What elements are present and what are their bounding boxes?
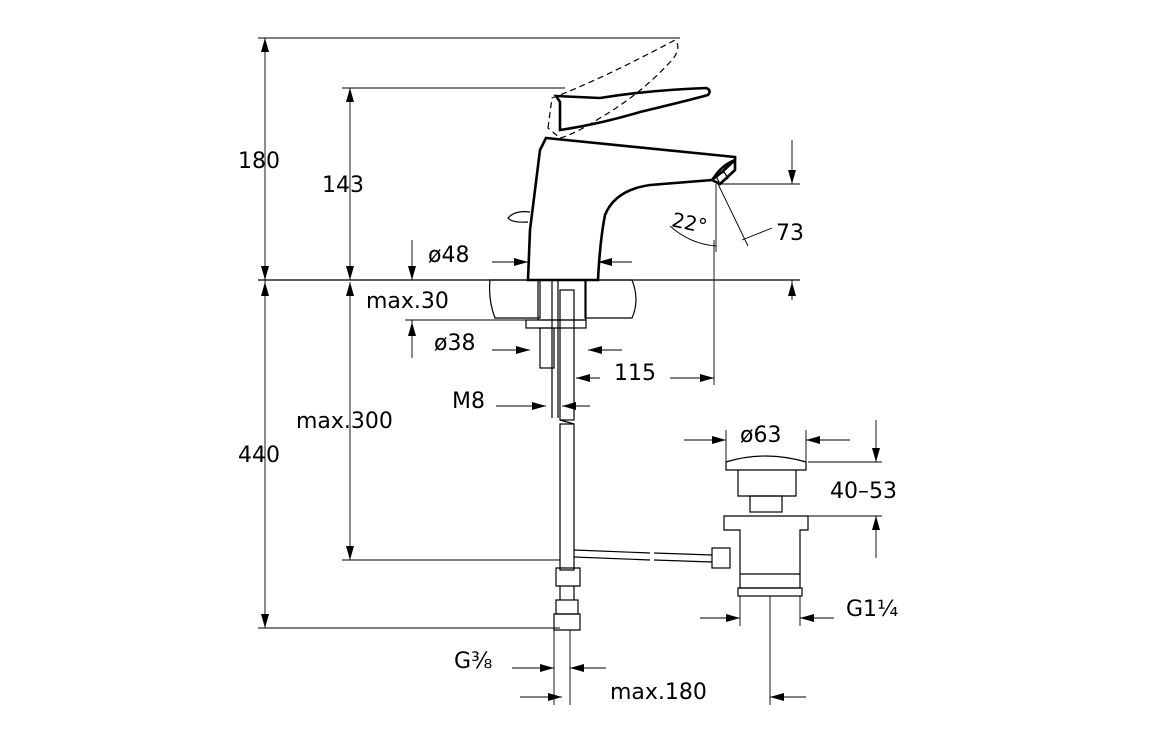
supply-thread-dimension: G⅜ <box>454 630 606 705</box>
overall-height-label: 180 <box>238 149 280 174</box>
outlet-offset-label: 73 <box>776 221 804 246</box>
waste-head-dimension: ø63 <box>684 423 850 462</box>
waste-head-label: ø63 <box>740 423 781 448</box>
spout-height-dimension: 143 <box>322 87 565 280</box>
supply-thread-label: G⅜ <box>454 649 492 674</box>
deck-thickness-dimension: max.30 <box>366 289 528 358</box>
waste-offset-dimension: max.180 <box>520 596 806 705</box>
faucet-body <box>507 39 737 282</box>
rod-length-label: max.300 <box>296 409 393 434</box>
below-deck-label: 440 <box>238 443 280 468</box>
projection-label: 115 <box>614 361 656 386</box>
spout-angle-label: 22° <box>670 207 710 238</box>
hole-diameter-dimension: ø38 <box>434 331 622 356</box>
lever-handle <box>553 86 711 132</box>
body-diameter-dimension: ø48 <box>408 240 632 280</box>
rod-thread-label: M8 <box>452 389 485 414</box>
spout-height-label: 143 <box>322 173 364 198</box>
rod-thread-dimension: M8 <box>452 389 590 414</box>
hole-diameter-label: ø38 <box>434 331 475 356</box>
under-deck-assembly <box>525 279 587 631</box>
waste-offset-label: max.180 <box>610 680 707 705</box>
waste-thread-dimension: G1¼ <box>700 596 898 626</box>
body-diameter-label: ø48 <box>428 243 469 268</box>
projection-dimension: 115 <box>576 240 715 386</box>
popup-rod-link <box>573 547 731 569</box>
below-deck-dimension: 440 <box>238 280 560 629</box>
waste-thread-label: G1¼ <box>846 597 898 622</box>
rod-length-dimension: max.300 <box>296 282 560 561</box>
waste-assembly <box>723 455 809 597</box>
overall-height-dimension: 180 <box>238 37 680 280</box>
worktop-section <box>488 279 637 319</box>
waste-adjust-dimension: 40–53 <box>808 420 897 558</box>
waste-adjust-label: 40–53 <box>830 479 897 504</box>
outlet-angle-dimension: 22° 73 <box>670 140 804 300</box>
deck-thickness-label: max.30 <box>366 289 449 314</box>
